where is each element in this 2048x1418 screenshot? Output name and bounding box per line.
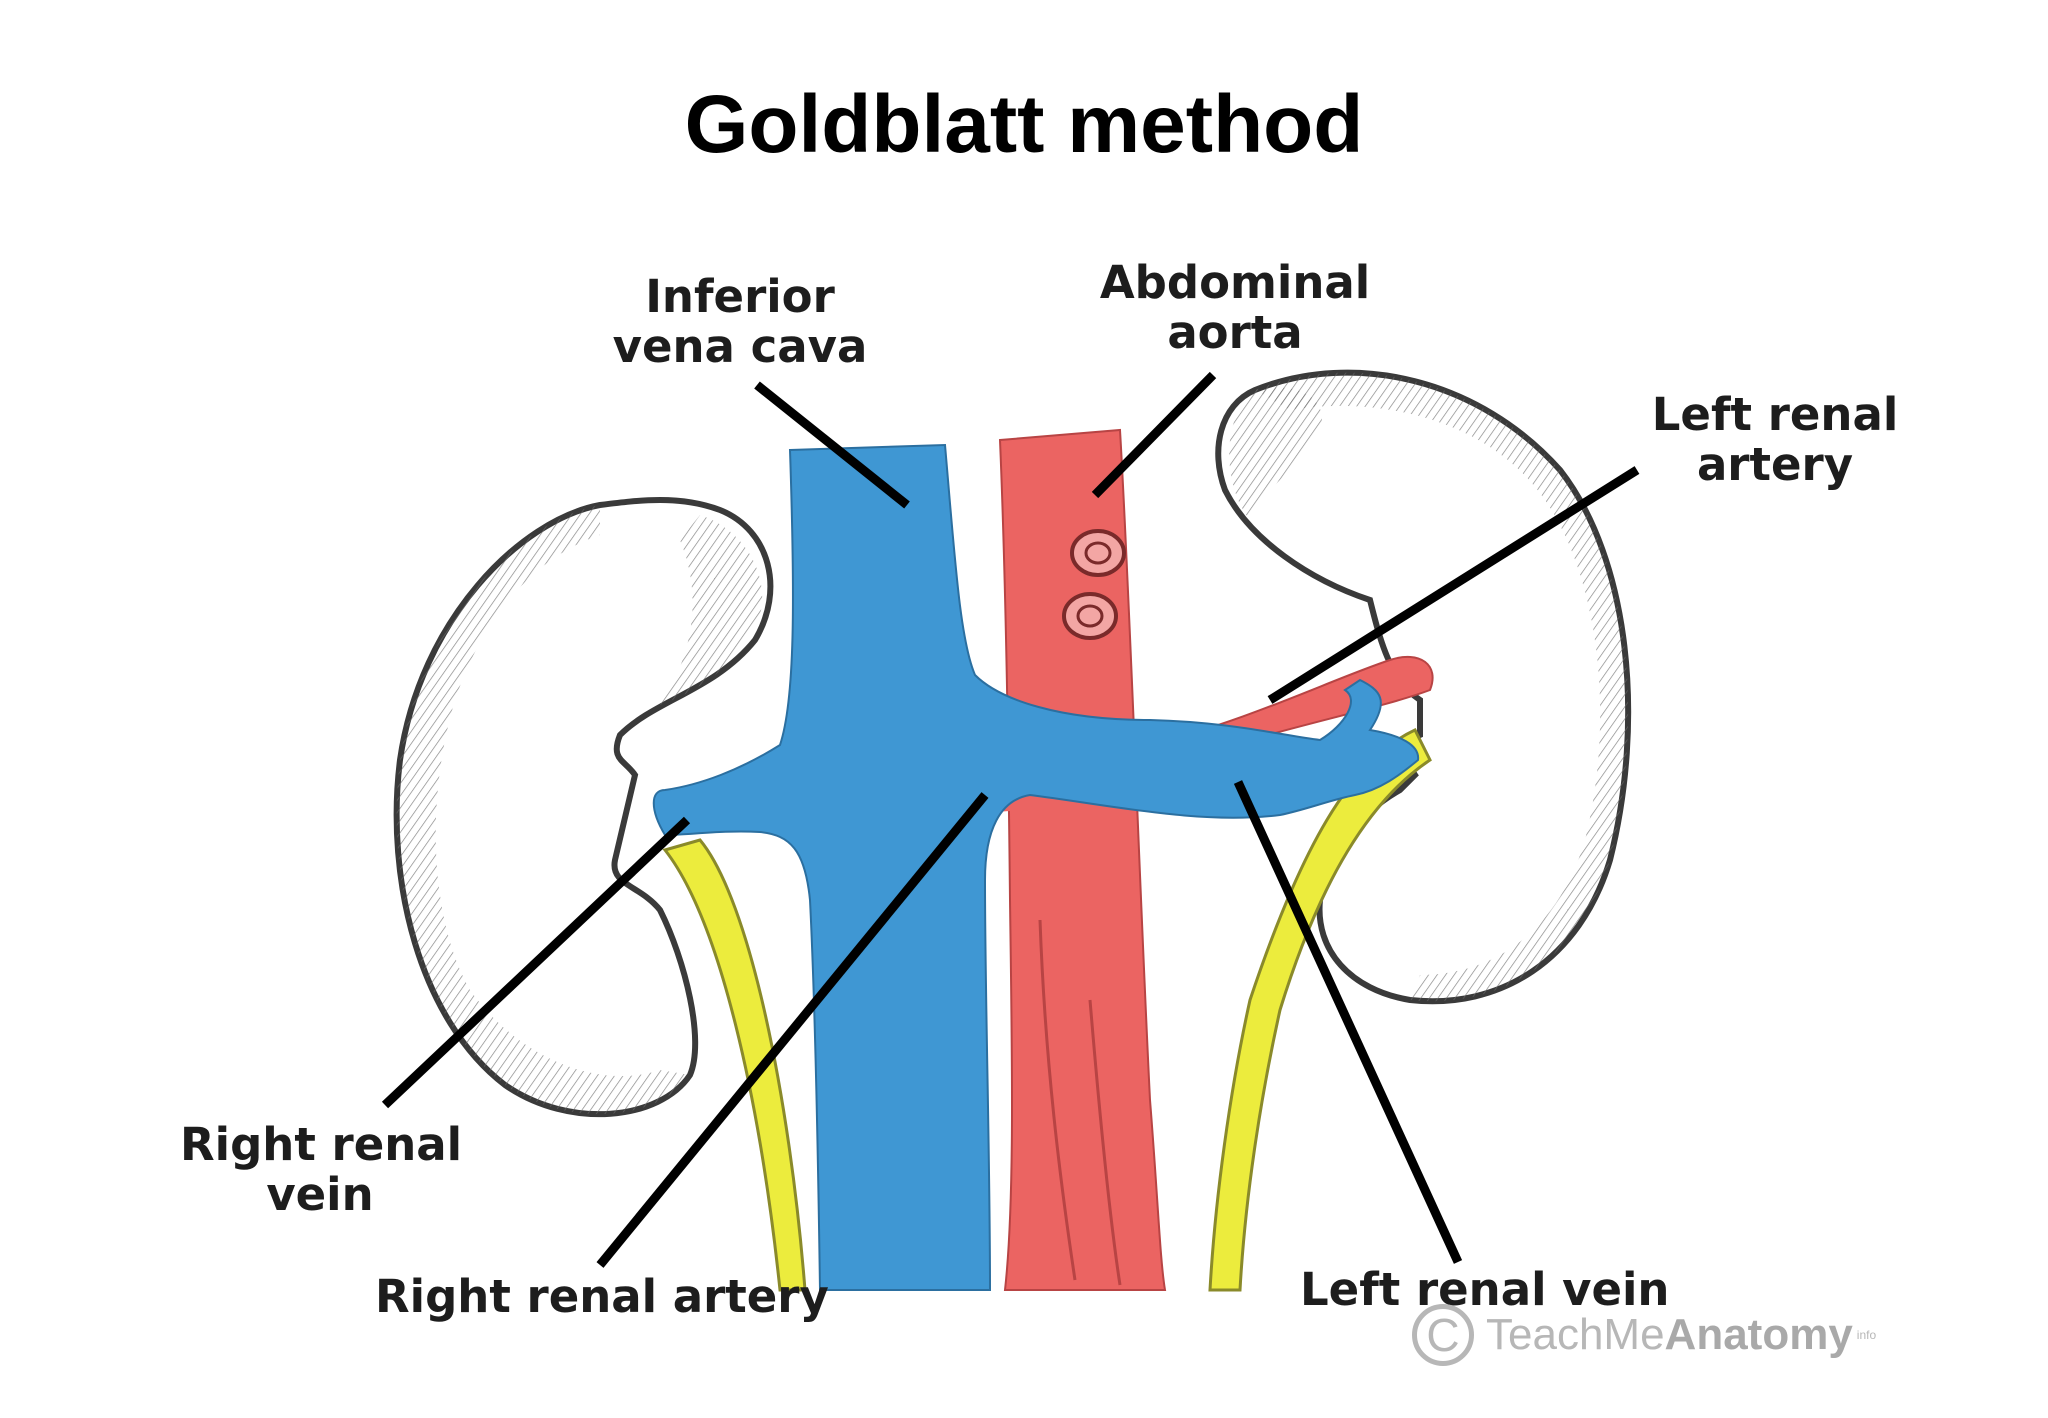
label-line: Left renal [1651, 388, 1899, 441]
watermark-brand-bold: Anatomy [1664, 1310, 1853, 1359]
leader-left-renal-vein [1233, 780, 1463, 1264]
label-line: Inferior [645, 270, 835, 323]
leader-right-renal-vein [381, 816, 691, 1109]
label-line: vena cava [612, 320, 868, 373]
label-line: Abdominal [1099, 256, 1371, 309]
label-right-renal-vein: Right renal vein [180, 1118, 463, 1221]
page-title: Goldblatt method [684, 79, 1364, 170]
watermark-suffix: info [1856, 1328, 1877, 1342]
label-line: aorta [1167, 306, 1303, 359]
leader-left-renal-artery [1267, 466, 1640, 704]
label-right-renal-artery: Right renal artery [375, 1270, 829, 1323]
label-inferior-vena-cava: Inferior vena cava [600, 272, 880, 372]
inferior-vena-cava [652, 443, 1420, 1291]
leader-lines [381, 371, 1640, 1268]
watermark-brand-light: TeachMe [1486, 1310, 1665, 1359]
ureters [662, 728, 1432, 1292]
label-abdominal-aorta: Abdominal aorta [1090, 258, 1380, 358]
label-left-renal-vein: Left renal vein [1300, 1263, 1670, 1316]
label-line: Right renal [180, 1118, 463, 1171]
leader-inferior-vena-cava [754, 381, 910, 509]
label-left-renal-artery: Left renal artery [1640, 390, 1910, 490]
right-kidney [393, 497, 774, 1118]
leader-right-renal-artery [596, 792, 989, 1268]
label-line: artery [1696, 438, 1854, 491]
label-line: vein [266, 1168, 374, 1221]
leader-abdominal-aorta [1091, 371, 1217, 499]
copyright-icon: C [1412, 1304, 1474, 1366]
